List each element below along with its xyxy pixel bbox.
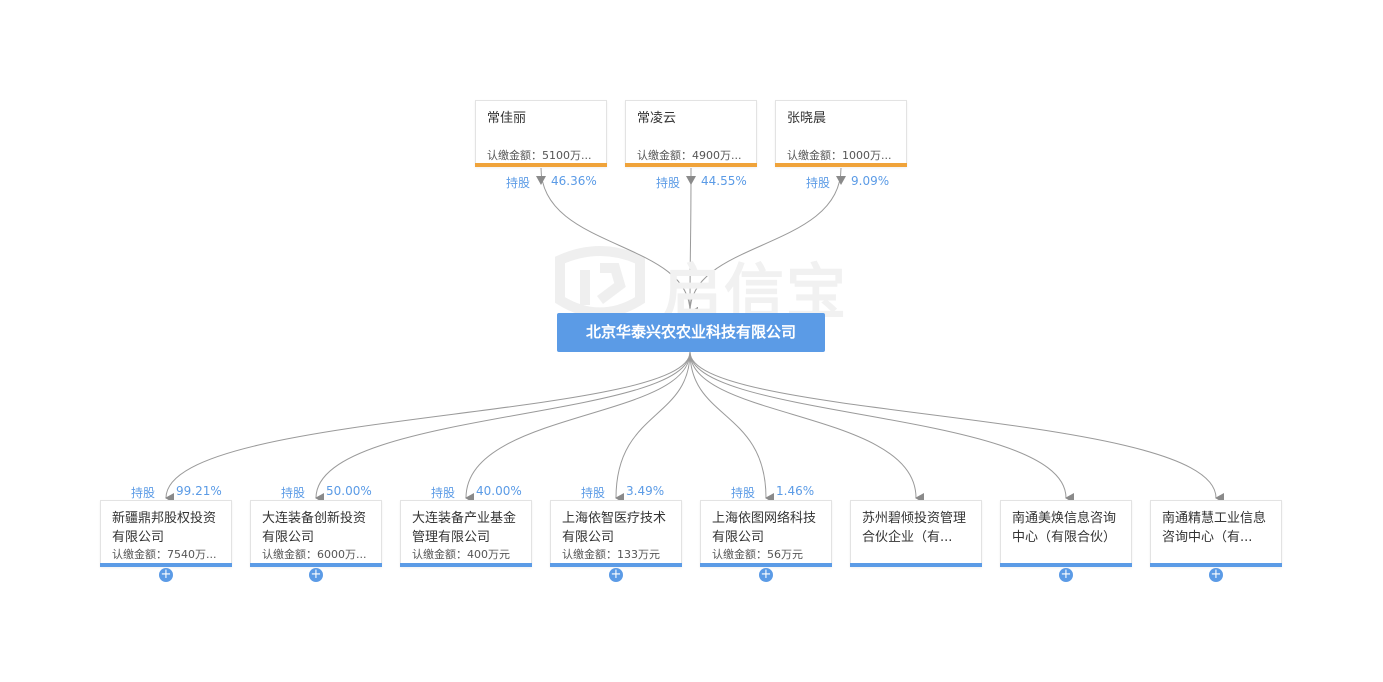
investment-name: 南通精慧工业信息咨询中心（有... — [1162, 511, 1267, 545]
investment-accent-bar — [700, 563, 832, 567]
investment-amount: 认缴金额：400万元 — [412, 548, 510, 561]
expand-plus-icon[interactable]: + — [1209, 567, 1223, 582]
investment-amount: 认缴金额：7540万... — [112, 548, 217, 561]
investment-name: 南通美焕信息咨询中心（有限合伙） — [1012, 511, 1117, 545]
shareholder-card[interactable]: 张晓晨认缴金额：1000万... — [775, 100, 907, 167]
edge-label-percent: 3.49% — [626, 484, 665, 498]
expand-plus-icon[interactable]: + — [309, 567, 323, 582]
investment-card[interactable]: 南通美焕信息咨询中心（有限合伙） — [1000, 500, 1132, 567]
shareholder-amount: 认缴金额：1000万... — [787, 149, 892, 162]
ownership-edge — [689, 351, 775, 503]
investment-card[interactable]: 上海依图网络科技有限公司认缴金额：56万元 — [700, 500, 832, 567]
investment-name: 大连装备产业基金管理有限公司 — [412, 511, 517, 545]
investment-accent-bar — [400, 563, 532, 567]
company-node[interactable]: 北京华泰兴农农业科技有限公司 — [557, 313, 825, 352]
investment-accent-bar — [250, 563, 382, 567]
edge-label-percent: 44.55% — [701, 174, 747, 188]
edge-label-holding: 持股 — [581, 486, 606, 500]
investment-name: 上海依智医疗技术有限公司 — [562, 511, 667, 545]
edge-label-holding: 持股 — [431, 486, 456, 500]
investment-name: 大连装备创新投资有限公司 — [262, 511, 367, 545]
investment-card[interactable]: 大连装备产业基金管理有限公司认缴金额：400万元 — [400, 500, 532, 567]
expand-plus-icon[interactable]: + — [609, 567, 623, 582]
investment-card[interactable]: 南通精慧工业信息咨询中心（有... — [1150, 500, 1282, 567]
edge-label-percent: 40.00% — [476, 484, 522, 498]
shareholder-accent-bar — [775, 163, 907, 167]
edge-label-holding: 持股 — [131, 486, 156, 500]
shareholder-name: 常凌云 — [637, 111, 677, 126]
expand-plus-icon[interactable]: + — [759, 567, 773, 582]
edge-label-percent: 46.36% — [551, 174, 597, 188]
watermark-logo — [555, 246, 645, 318]
edge-label-percent: 50.00% — [326, 484, 372, 498]
edge-label-percent: 99.21% — [176, 484, 222, 498]
ownership-edge — [689, 167, 699, 318]
shareholder-accent-bar — [625, 163, 757, 167]
investment-name: 新疆鼎邦股权投资有限公司 — [112, 511, 217, 545]
shareholder-amount: 认缴金额：4900万... — [637, 149, 742, 162]
arrow-down-icon — [686, 176, 696, 185]
edge-label-percent: 1.46% — [776, 484, 815, 498]
edge-label-holding: 持股 — [806, 176, 831, 190]
arrow-down-icon — [536, 176, 546, 185]
investment-card[interactable]: 苏州碧倾投资管理合伙企业（有... — [850, 500, 982, 567]
arrow-down-icon — [836, 176, 846, 185]
ownership-edge — [165, 351, 691, 504]
investment-accent-bar — [100, 563, 232, 567]
shareholder-name: 张晓晨 — [787, 111, 827, 126]
investment-accent-bar — [850, 563, 982, 567]
ownership-edge — [465, 351, 691, 504]
expand-plus-icon[interactable]: + — [1059, 567, 1073, 582]
shareholder-card[interactable]: 常凌云认缴金额：4900万... — [625, 100, 757, 167]
investment-name: 上海依图网络科技有限公司 — [712, 511, 817, 545]
investment-accent-bar — [550, 563, 682, 567]
investment-name: 苏州碧倾投资管理合伙企业（有... — [862, 511, 967, 545]
shareholder-card[interactable]: 常佳丽认缴金额：5100万... — [475, 100, 607, 167]
edge-label-holding: 持股 — [656, 176, 681, 190]
investment-amount: 认缴金额：6000万... — [262, 548, 367, 561]
ownership-edge — [689, 167, 842, 318]
investment-amount: 认缴金额：133万元 — [562, 548, 660, 561]
edge-label-holding: 持股 — [506, 176, 531, 190]
ownership-edge — [689, 351, 1225, 503]
investment-accent-bar — [1150, 563, 1282, 567]
investment-amount: 认缴金额：56万元 — [712, 548, 803, 561]
investment-card[interactable]: 新疆鼎邦股权投资有限公司认缴金额：7540万... — [100, 500, 232, 567]
expand-plus-icon[interactable]: + — [159, 567, 173, 582]
investment-accent-bar — [1000, 563, 1132, 567]
ownership-edge — [540, 167, 699, 317]
edge-label-holding: 持股 — [731, 486, 756, 500]
ownership-edge — [689, 351, 925, 503]
shareholder-amount: 认缴金额：5100万... — [487, 149, 592, 162]
shareholder-accent-bar — [475, 163, 607, 167]
ownership-edge — [615, 351, 691, 504]
edge-label-percent: 9.09% — [851, 174, 890, 188]
edge-label-holding: 持股 — [281, 486, 306, 500]
ownership-edge — [315, 351, 691, 504]
investment-card[interactable]: 上海依智医疗技术有限公司认缴金额：133万元 — [550, 500, 682, 567]
ownership-edge — [689, 351, 1075, 503]
investment-card[interactable]: 大连装备创新投资有限公司认缴金额：6000万... — [250, 500, 382, 567]
shareholder-name: 常佳丽 — [487, 111, 527, 126]
